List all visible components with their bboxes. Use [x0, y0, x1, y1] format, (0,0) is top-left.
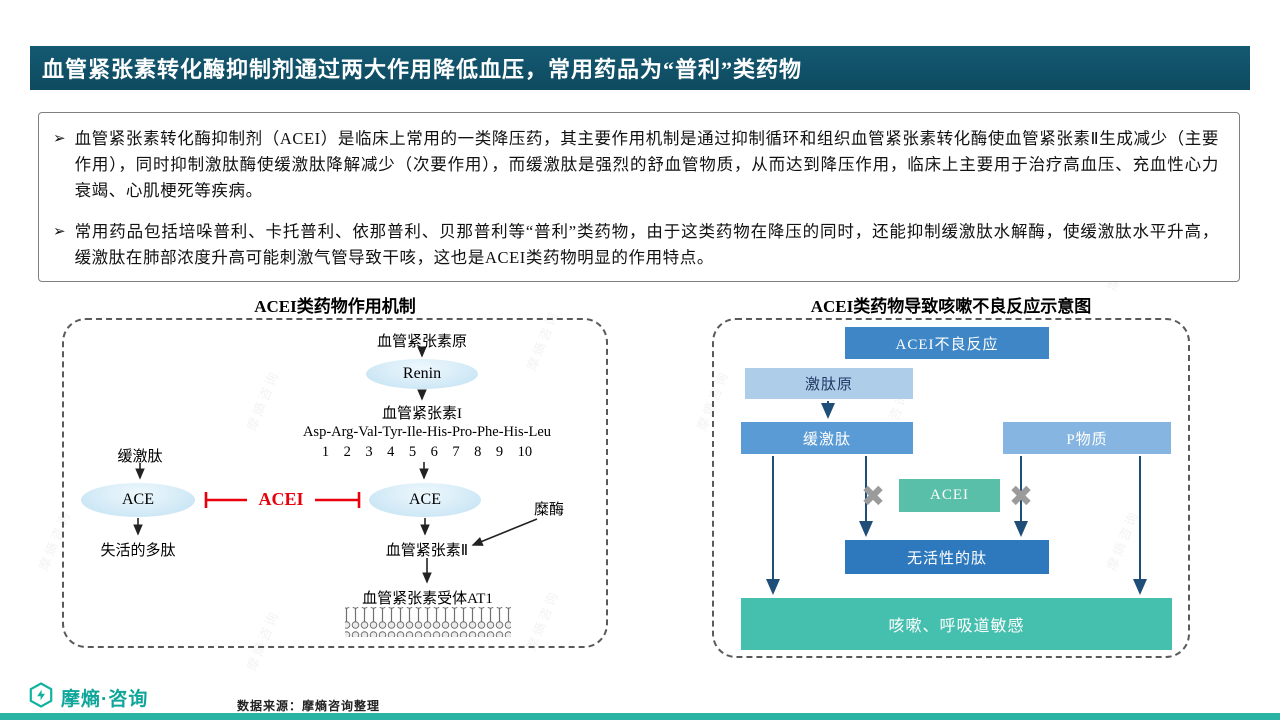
ace-left-node: ACE — [81, 483, 195, 517]
bottom-accent-bar — [0, 713, 1280, 720]
block-x-icon: ✖ — [1008, 479, 1034, 513]
kininogen-box: 激肽原 — [745, 368, 913, 399]
bullet-marker: ➢ — [53, 224, 66, 240]
right-diagram-title: ACEI类药物导致咳嗽不良反应示意图 — [810, 297, 1092, 316]
peptide-numbers: 1 2 3 4 5 6 7 8 9 10 — [321, 444, 533, 460]
chymase-label: 糜酶 — [533, 502, 564, 518]
at1-receptor-label: 血管紧张素受体AT1 — [362, 591, 493, 607]
renin-node: Renin — [366, 359, 478, 389]
inactive-peptide-label: 失活的多肽 — [100, 543, 176, 559]
bullet-item: ➢ 血管紧张素转化酶抑制剂（ACEI）是临床上常用的一类降压药，其主要作用机制是… — [53, 126, 1219, 204]
data-source-note: 数据来源：摩熵咨询整理 — [237, 699, 381, 713]
left-diagram-title: ACEI类药物作用机制 — [254, 297, 416, 316]
bullet-text-2: 常用药品包括培哚普利、卡托普利、依那普利、贝那普利等“普利”类药物，由于这类药物… — [74, 222, 1219, 267]
substance-p-box: P物质 — [1003, 422, 1171, 454]
block-x-icon: ✖ — [860, 479, 886, 513]
ace-right-node: ACE — [369, 483, 481, 517]
bullet-marker: ➢ — [53, 131, 66, 147]
acei-inhibitor-label: ACEI — [258, 489, 304, 509]
angiotensin2-label: 血管紧张素Ⅱ — [385, 543, 469, 559]
cough-box: 咳嗽、呼吸道敏感 — [741, 598, 1172, 650]
acei-adverse-box: ACEI不良反应 — [845, 327, 1049, 359]
acei-box: ACEI — [899, 479, 1000, 512]
company-logo: 摩熵·咨询 — [28, 682, 148, 713]
angiotensin1-label: 血管紧张素I — [382, 406, 462, 422]
page-title: 血管紧张素转化酶抑制剂通过两大作用降低血压，常用药品为“普利”类药物 — [42, 57, 803, 82]
bradykinin-label: 缓激肽 — [117, 449, 163, 465]
header-bar: 血管紧张素转化酶抑制剂通过两大作用降低血压，常用药品为“普利”类药物 — [30, 46, 1250, 90]
logo-icon — [28, 682, 54, 713]
angiotensinogen-label: 血管紧张素原 — [376, 334, 467, 350]
peptide-sequence: Asp-Arg-Val-Tyr-Ile-His-Pro-Phe-His-Leu — [302, 424, 552, 440]
left-diagram-frame — [62, 318, 608, 648]
bullet-item: ➢ 常用药品包括培哚普利、卡托普利、依那普利、贝那普利等“普利”类药物，由于这类… — [53, 219, 1219, 271]
inactive-peptide-box: 无活性的肽 — [845, 540, 1049, 574]
bradykinin-box: 缓激肽 — [741, 422, 913, 454]
summary-box: ➢ 血管紧张素转化酶抑制剂（ACEI）是临床上常用的一类降压药，其主要作用机制是… — [38, 112, 1240, 282]
logo-text: 摩熵·咨询 — [61, 689, 149, 710]
bullet-text-1: 血管紧张素转化酶抑制剂（ACEI）是临床上常用的一类降压药，其主要作用机制是通过… — [74, 129, 1219, 200]
right-diagram-frame — [712, 318, 1190, 658]
